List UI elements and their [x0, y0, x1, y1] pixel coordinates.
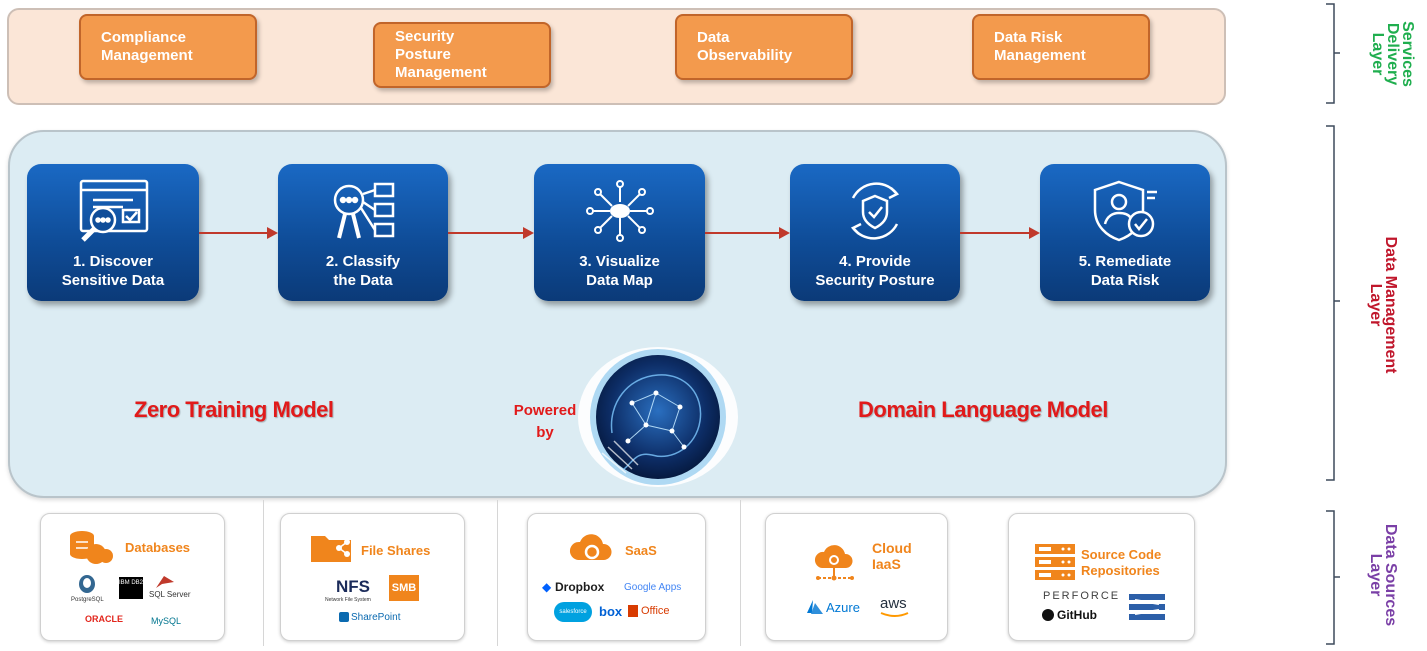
arrow-3-to-4: [705, 227, 790, 239]
source-databases[interactable]: Databases PostgreSQL IBM DB2 SQL Server …: [40, 513, 225, 641]
ai-brain-logo: [572, 343, 740, 496]
service-label: Security Posture Management: [395, 28, 487, 81]
nfs-logo: NFS: [336, 577, 370, 596]
domain-language-model-label: Domain Language Model: [858, 397, 1108, 422]
box-logo: box: [599, 604, 623, 619]
database-cloud-icon: [70, 531, 113, 564]
sql-server-label: SQL Server: [149, 590, 191, 599]
sql-server-logo: [154, 574, 176, 593]
services-delivery-layer-label: Services Delivery Layer: [1369, 21, 1416, 87]
github-icon: [1042, 609, 1054, 621]
data-management-layer-label: Data Management Layer: [1367, 236, 1399, 374]
service-label: Compliance Management: [101, 29, 193, 64]
source-divider: [263, 500, 264, 646]
security-posture-icon: [839, 178, 911, 249]
source-divider: [740, 500, 741, 646]
ibm-db2-label: IBM DB2: [119, 580, 144, 586]
aws-logo: aws: [880, 595, 907, 612]
saas-cloud-gear-icon: [569, 534, 612, 560]
service-compliance-management[interactable]: Compliance Management: [79, 14, 257, 80]
smb-label: SMB: [391, 582, 417, 594]
cloud-network-icon: [814, 545, 854, 581]
source-divider: [497, 500, 498, 646]
source-title: Cloud IaaS: [872, 540, 912, 572]
azure-label: Azure: [826, 600, 860, 615]
step-label: 1. Discover Sensitive Data: [61, 253, 165, 289]
source-title: Source Code Repositories: [1081, 547, 1162, 578]
step-label: 4. Provide Security Posture: [815, 253, 935, 289]
mysql-logo: MySQL: [151, 616, 182, 626]
classify-icon: [327, 178, 399, 249]
service-security-posture-management[interactable]: Security Posture Management: [373, 22, 551, 88]
service-data-risk-management[interactable]: Data Risk Management: [972, 14, 1150, 80]
step-security-posture[interactable]: 4. Provide Security Posture: [790, 164, 960, 301]
arrow-1-to-2: [199, 227, 278, 239]
step-label: 5. Remediate Data Risk: [1078, 253, 1172, 289]
folder-share-icon: [311, 536, 351, 562]
ibm-db2-logo: IBM DB2: [119, 577, 143, 599]
zero-training-model-label: Zero Training Model: [134, 397, 334, 422]
nfs-subtitle: Network File System: [325, 597, 371, 603]
service-label: Data Risk Management: [994, 29, 1086, 64]
remediate-icon: [1089, 178, 1161, 249]
source-title: Databases: [125, 540, 191, 555]
google-apps-logo: Google Apps: [624, 582, 682, 593]
source-code-repositories[interactable]: Source Code Repositories PERFORCE GitHub: [1008, 513, 1195, 641]
management-bracket: [1326, 125, 1340, 481]
powered-by-label: Powered by: [513, 402, 577, 441]
github-label: GitHub: [1057, 608, 1097, 622]
data-map-icon: [584, 178, 656, 249]
sources-bracket: [1326, 510, 1340, 645]
source-file-shares[interactable]: File Shares NFS Network File System SMB …: [280, 513, 465, 641]
arrow-2-to-3: [448, 227, 534, 239]
oracle-logo: ORACLE: [85, 614, 123, 624]
discover-icon: [73, 178, 153, 249]
postgresql-label: PostgreSQL: [71, 597, 104, 603]
step-classify[interactable]: 2. Classify the Data: [278, 164, 448, 301]
dropbox-logo: Dropbox: [555, 580, 605, 594]
data-sources-layer-label: Data Sources Layer: [1367, 523, 1399, 627]
arrow-4-to-5: [960, 227, 1040, 239]
azure-icon: [806, 599, 824, 618]
office-icon: [628, 605, 638, 617]
server-rack-icon: [1035, 544, 1075, 580]
salesforce-logo: salesforce: [554, 602, 592, 622]
aws-smile: [880, 612, 909, 617]
source-title: File Shares: [361, 543, 431, 558]
postgresql-logo: [76, 574, 98, 599]
step-label: 3. Visualize Data Map: [579, 253, 660, 289]
office-label: Office: [641, 605, 670, 617]
salesforce-label: salesforce: [559, 609, 587, 615]
step-discover[interactable]: 1. Discover Sensitive Data: [27, 164, 199, 301]
step-remediate[interactable]: 5. Remediate Data Risk: [1040, 164, 1210, 301]
service-data-observability[interactable]: Data Observability: [675, 14, 853, 80]
perforce-logo: PERFORCE: [1043, 590, 1121, 602]
dropbox-icon: ◆: [542, 580, 552, 594]
sharepoint-label: SharePoint: [351, 612, 401, 623]
repository-logo: [1129, 594, 1165, 620]
source-cloud-iaas[interactable]: Cloud IaaS Azure aws: [765, 513, 948, 641]
service-label: Data Observability: [697, 29, 793, 64]
source-title: SaaS: [625, 543, 657, 558]
sharepoint-icon: [339, 612, 349, 622]
services-bracket: [1326, 3, 1340, 104]
step-visualize[interactable]: 3. Visualize Data Map: [534, 164, 705, 301]
source-saas[interactable]: SaaS ◆ Dropbox Google Apps salesforce bo…: [527, 513, 706, 641]
smb-logo: SMB: [389, 575, 419, 601]
step-label: 2. Classify the Data: [325, 253, 401, 289]
